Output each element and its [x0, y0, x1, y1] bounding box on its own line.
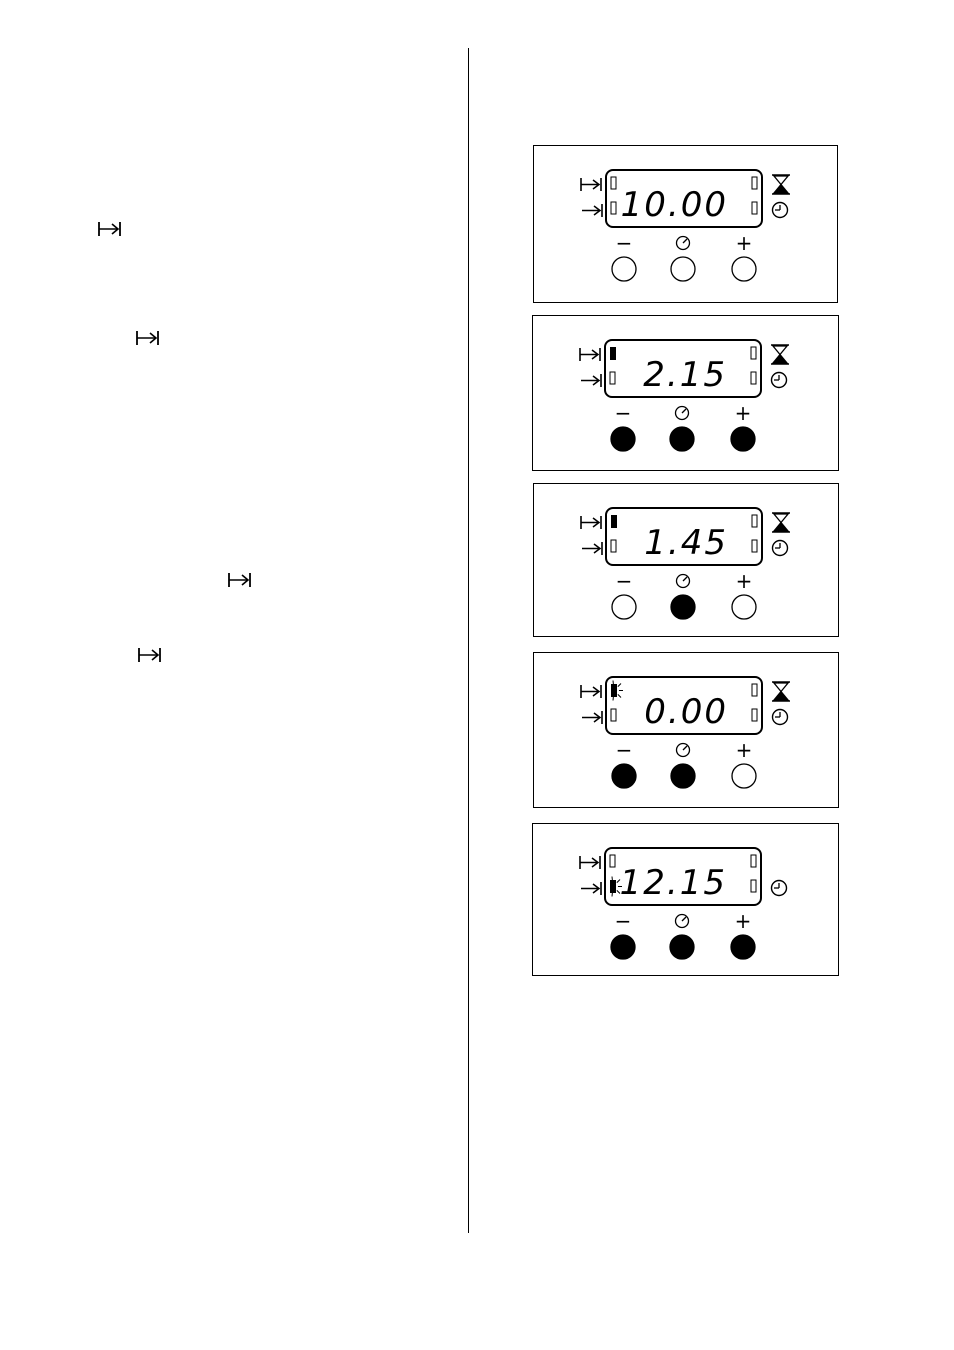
timer-panel-drawing: 10.00 − +	[534, 146, 837, 302]
plus-label: +	[735, 401, 752, 425]
minus-label: −	[615, 909, 632, 933]
duration-icon	[582, 542, 602, 555]
plus-button[interactable]	[732, 257, 756, 281]
minus-button[interactable]	[611, 935, 635, 959]
clock-icon	[773, 203, 788, 218]
clock-icon	[773, 541, 788, 556]
timer-panel-drawing: 1.45− +	[534, 484, 838, 636]
hourglass-icon	[771, 345, 789, 364]
hourglass-icon	[772, 513, 790, 532]
timer-panel-drawing: 0.00− +	[534, 653, 838, 807]
end-time-indicator	[611, 515, 617, 528]
timer-panel-drawing: 2.15− +	[533, 316, 838, 470]
plus-label: +	[736, 569, 753, 593]
end-time-icon	[135, 328, 161, 348]
duration-icon	[582, 204, 602, 217]
minus-button[interactable]	[612, 257, 636, 281]
select-icon	[677, 575, 690, 588]
end-time-icon	[580, 856, 600, 869]
timer-panel-drawing: 12.15 − +	[533, 824, 838, 975]
hourglass-icon	[772, 682, 790, 701]
timer-panel-3: 1.45− +	[533, 483, 839, 637]
select-button[interactable]	[671, 257, 695, 281]
clock-icon	[772, 881, 787, 896]
hourglass-icon	[772, 175, 790, 194]
minus-label: −	[616, 569, 633, 593]
minus-label: −	[616, 738, 633, 762]
plus-button[interactable]	[731, 427, 755, 451]
timer-panel-5: 12.15 − +	[532, 823, 839, 976]
minus-label: −	[616, 231, 633, 255]
duration-icon	[582, 711, 602, 724]
end-time-icon	[137, 645, 163, 665]
minus-label: −	[615, 401, 632, 425]
duration-icon	[581, 882, 601, 895]
plus-label: +	[735, 909, 752, 933]
plus-button[interactable]	[732, 764, 756, 788]
column-divider	[468, 48, 469, 1233]
select-icon	[677, 744, 690, 757]
select-icon	[676, 915, 689, 928]
end-time-icon	[581, 516, 601, 529]
select-button[interactable]	[671, 595, 695, 619]
end-time-icon	[580, 348, 600, 361]
plus-button[interactable]	[732, 595, 756, 619]
duration-icon	[581, 374, 601, 387]
clock-icon	[773, 710, 788, 725]
end-time-indicator	[610, 347, 616, 360]
lcd-time: 1.45	[644, 523, 728, 563]
plus-label: +	[736, 738, 753, 762]
end-time-icon	[227, 570, 253, 590]
end-time-icon	[581, 685, 601, 698]
plus-button[interactable]	[731, 935, 755, 959]
minus-button[interactable]	[612, 595, 636, 619]
clock-icon	[772, 373, 787, 388]
end-time-icon	[97, 219, 123, 239]
minus-button[interactable]	[611, 427, 635, 451]
select-icon	[677, 237, 690, 250]
minus-button[interactable]	[612, 764, 636, 788]
timer-panel-1: 10.00 − +	[533, 145, 838, 303]
lcd-time: 0.00	[644, 692, 728, 732]
plus-label: +	[736, 231, 753, 255]
timer-panel-2: 2.15− +	[532, 315, 839, 471]
timer-panel-4: 0.00− +	[533, 652, 839, 808]
select-button[interactable]	[670, 427, 694, 451]
lcd-time: 12.15	[620, 863, 727, 903]
select-button[interactable]	[670, 935, 694, 959]
lcd-time: 2.15	[643, 355, 727, 395]
select-button[interactable]	[671, 764, 695, 788]
lcd-time: 10.00	[621, 185, 728, 225]
select-icon	[676, 407, 689, 420]
end-time-icon	[581, 178, 601, 191]
